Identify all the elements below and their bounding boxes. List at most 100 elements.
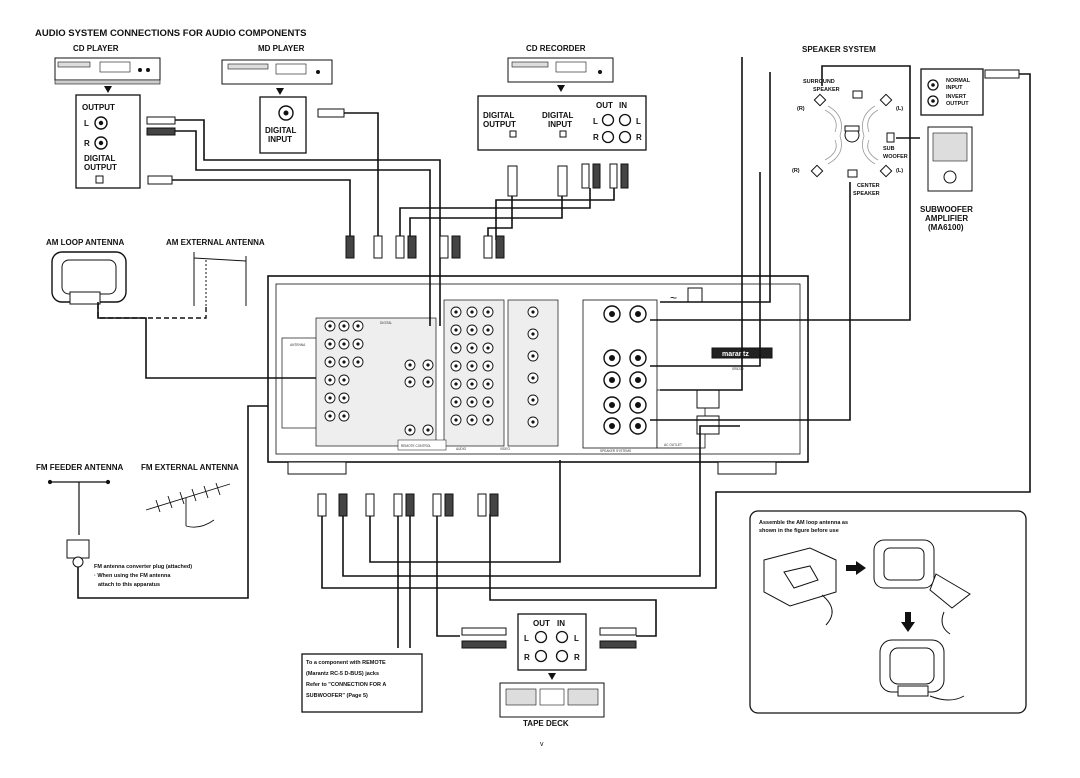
cdr-in-l-jack — [618, 113, 632, 127]
speaker-system-label: SPEAKER SYSTEM — [802, 45, 876, 54]
tape-in-label: IN — [557, 619, 565, 628]
cd-recorder-label: CD RECORDER — [526, 44, 586, 53]
cd-output-label: OUTPUT — [82, 103, 115, 112]
speaker-l-top: (L) — [896, 106, 903, 112]
surround-label-2: SPEAKER — [813, 87, 840, 93]
cd-rca-plug-l — [146, 116, 176, 125]
cd-player-jack-panel — [75, 94, 141, 189]
tape-r-right-label: R — [574, 653, 580, 662]
right-arrow-icon — [846, 561, 866, 575]
tape-r-left-label: R — [524, 653, 530, 662]
cdr-digital-output-label-2: OUTPUT — [483, 120, 516, 129]
am-loop-antenna-label: AM LOOP ANTENNA — [46, 238, 124, 247]
cdr-out-l-jack — [601, 113, 615, 127]
cdr-optical-out-plug — [507, 165, 518, 197]
am-assembly-step3 — [879, 639, 965, 701]
invert-output-label-2: OUTPUT — [946, 101, 969, 107]
subwoofer-model: (MA6100) — [928, 223, 964, 232]
center-label-2: SPEAKER — [853, 191, 880, 197]
fm-converter-jack — [72, 556, 84, 568]
cd-recorder-arrow — [557, 85, 565, 92]
subwoofer-unit — [927, 126, 973, 192]
tape-out-r-jack — [534, 649, 548, 663]
cd-output-l-label: L — [84, 119, 89, 128]
am-assembly-note-line2: shown in the figure before use — [759, 528, 839, 534]
cdr-digital-input-label-2: INPUT — [548, 120, 572, 129]
am-assembly-step1 — [763, 547, 837, 626]
lower-rca-plugs — [317, 493, 499, 517]
cd-player-unit — [54, 57, 161, 85]
speaker-r-top: (R) — [797, 106, 805, 112]
fm-feeder-antenna-label: FM FEEDER ANTENNA — [36, 463, 123, 472]
cdr-optical-out-jack — [509, 130, 517, 138]
cd-optical-plug — [147, 175, 173, 185]
fm-antenna-wire — [77, 405, 268, 599]
tape-l-right-label: L — [574, 634, 579, 643]
am-loop-antenna — [51, 251, 127, 305]
panel-digital-label: DIGITAL — [380, 321, 392, 325]
fm-feeder-antenna — [47, 479, 111, 535]
panel-brand: marantz — [722, 351, 749, 358]
fm-external-antenna — [145, 482, 231, 528]
remote-note-line3: Refer to "CONNECTION FOR A — [306, 682, 386, 688]
subwoofer-label-2: WOOFER — [883, 154, 908, 160]
fm-note-line2: · When using the FM antenna — [94, 573, 171, 579]
cd-output-r-label: R — [84, 139, 90, 148]
cdr-in-label: IN — [619, 101, 627, 110]
remote-note-box — [301, 653, 423, 713]
panel-ac-outlet-label: AC OUTLET — [664, 443, 682, 447]
speaker-r-bottom: (R) — [792, 168, 800, 174]
panel-jack-grid — [324, 305, 647, 436]
md-player-label: MD PLAYER — [258, 44, 305, 53]
fm-note-line3: attach to this apparatus — [98, 582, 160, 588]
panel-video-label: VIDEO — [500, 447, 510, 451]
tape-in-r-jack — [555, 649, 569, 663]
normal-input-label-2: INPUT — [946, 85, 963, 91]
speaker-l-bottom: (L) — [896, 168, 903, 174]
cd-player-label: CD PLAYER — [73, 44, 119, 53]
cdr-r-right-label: R — [636, 133, 642, 142]
speaker-sr-l — [879, 93, 893, 107]
md-player-jack-panel — [259, 96, 307, 154]
wiring — [97, 57, 1031, 648]
cd-digital-output-label-1: DIGITAL — [84, 154, 116, 163]
panel-remote-label: REMOTE CONTROL — [401, 444, 431, 448]
subwoofer-title-1: SUBWOOFER — [920, 205, 973, 214]
speaker-center-top — [852, 90, 863, 99]
tape-in-l-jack — [555, 630, 569, 644]
speaker-front-l — [879, 164, 893, 178]
remote-note-line4: SUBWOOFER" (Page 5) — [306, 693, 368, 699]
page-title: AUDIO SYSTEM CONNECTIONS FOR AUDIO COMPO… — [35, 28, 306, 39]
surround-label-1: SURROUND — [803, 79, 835, 85]
speaker-layout: SURROUND SPEAKER (R) (L) (R) (L) SUB WOO… — [792, 79, 908, 197]
cd-optical-jack — [95, 175, 104, 184]
panel-speaker-systems-label: SPEAKER SYSTEMS — [600, 449, 631, 453]
speaker-sr-r — [813, 93, 827, 107]
fm-note-line1: FM antenna converter plug (attached) — [94, 564, 192, 570]
remote-note-line1: To a component with REMOTE — [306, 660, 386, 666]
cdr-digital-output-label-1: DIGITAL — [483, 111, 515, 120]
speaker-center — [847, 169, 858, 178]
am-external-antenna — [193, 252, 247, 306]
fm-external-antenna-label: FM EXTERNAL ANTENNA — [141, 463, 239, 472]
panel-model: SR5200 — [732, 367, 744, 371]
md-digital-input-label-1: DIGITAL — [265, 126, 297, 135]
cdr-optical-in-jack — [559, 130, 567, 138]
md-player-arrow — [276, 88, 284, 95]
cd-digital-output-label-2: OUTPUT — [84, 163, 117, 172]
normal-input-label-1: NORMAL — [946, 78, 971, 84]
upper-rca-plugs — [345, 235, 505, 259]
md-coax-plug — [317, 108, 345, 118]
subwoofer-label-1: SUB — [883, 146, 895, 152]
cd-recorder-unit — [507, 57, 614, 83]
cdr-r-left-label: R — [593, 133, 599, 142]
cdr-out-r-jack — [601, 130, 615, 144]
subwoofer-rca-plug — [984, 69, 1020, 79]
cd-recorder-jack-panel — [477, 95, 647, 151]
tape-out-label: OUT — [533, 619, 550, 628]
cd-player-arrow — [104, 86, 112, 93]
down-arrow-icon — [901, 612, 915, 632]
tape-out-l-jack — [534, 630, 548, 644]
center-label-1: CENTER — [857, 183, 880, 189]
